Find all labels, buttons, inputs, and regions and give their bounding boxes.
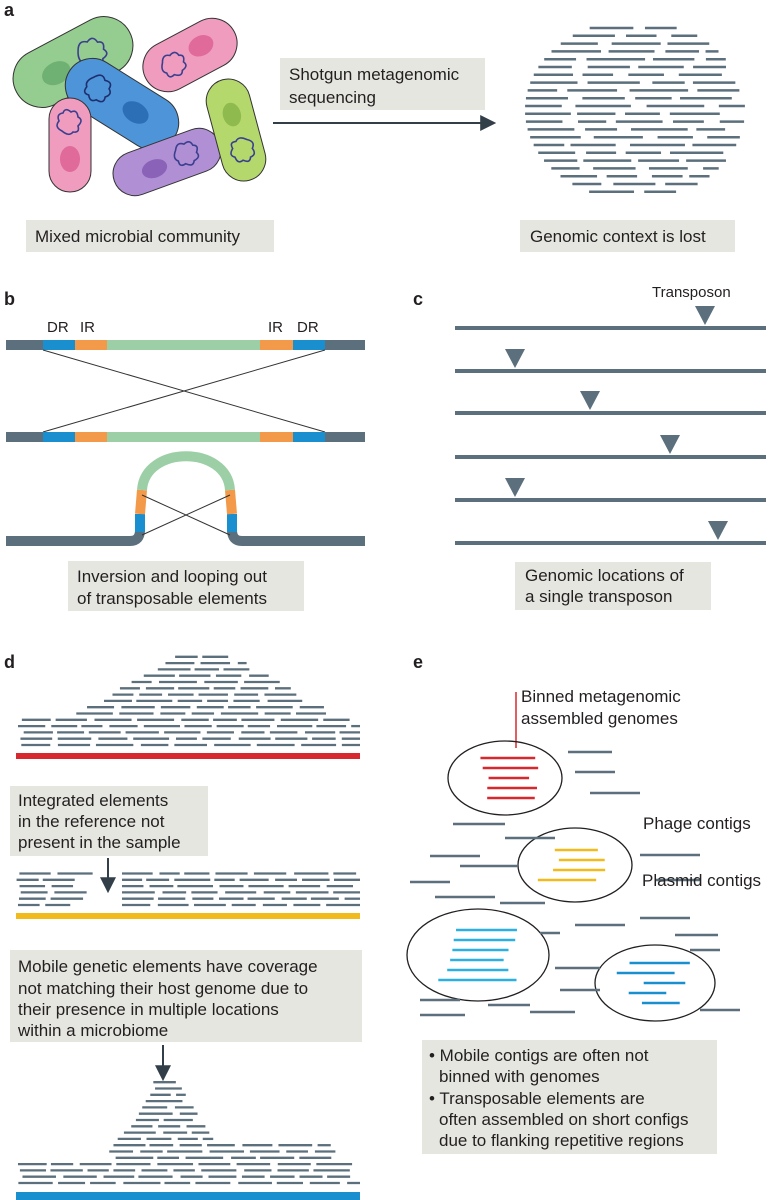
panel-c: c Transposon Genomic locations of a sing…: [413, 284, 766, 610]
mobile-caption-line3: their presence in multiple locations: [18, 1000, 279, 1019]
transposon-marker: [695, 306, 715, 325]
panel-a: a: [4, 0, 745, 252]
notes-box: [422, 1040, 717, 1154]
bin-ellipse-light-blue: [406, 908, 550, 1002]
label-dr-left: DR: [47, 319, 69, 336]
genomic-locations-line2: a single transposon: [525, 587, 672, 606]
panel-letter-a: a: [4, 0, 15, 20]
context-lost-caption-box: [520, 220, 735, 252]
looped-out-element: [6, 451, 365, 546]
sequencing-label-line1: Shotgun metagenomic: [289, 65, 460, 84]
integrated-elements-caption-box: [10, 786, 208, 856]
genomic-locations-caption-box: [515, 562, 711, 610]
inversion-caption-line2: of transposable elements: [77, 589, 267, 608]
integrated-caption-line2: in the reference not: [18, 812, 165, 831]
mobile-caption-line4: within a microbiome: [17, 1021, 168, 1040]
note-line3: • Transposable elements are: [429, 1089, 645, 1108]
panel-letter-d: d: [4, 652, 15, 672]
microbial-community: [12, 16, 267, 197]
panel-letter-b: b: [4, 289, 15, 309]
binned-label-line1: Binned metagenomic: [521, 687, 681, 706]
sequencing-label-line2: sequencing: [289, 88, 376, 107]
bacterium-pink-top: [142, 17, 238, 93]
transposon-label: Transposon: [652, 284, 731, 301]
genomic-locations-line1: Genomic locations of: [525, 566, 684, 585]
phage-contigs-label: Phage contigs: [643, 814, 751, 833]
shotgun-reads: [525, 26, 745, 194]
note-line4: often assembled on short configs: [439, 1110, 688, 1129]
plasmid-contigs-label: Plasmid contigs: [642, 871, 761, 890]
binned-label-line2: assembled genomes: [521, 709, 678, 728]
integrated-caption-line3: present in the sample: [18, 833, 181, 852]
panel-b: b DR IR IR DR: [4, 289, 365, 611]
sequencing-label-box: [280, 58, 485, 110]
transposon-marker: [580, 391, 600, 410]
bacterium-pink-bottom: [48, 97, 92, 193]
label-dr-right: DR: [297, 319, 319, 336]
transposon-marker: [660, 435, 680, 454]
mobile-caption-line2: not matching their host genome due to: [18, 979, 308, 998]
note-line5: due to flanking repetitive regions: [439, 1131, 684, 1150]
reference-genome-red: [16, 753, 360, 759]
bacterium-lime: [205, 78, 267, 182]
context-lost-caption: Genomic context is lost: [530, 227, 706, 246]
panel-letter-c: c: [413, 289, 423, 309]
community-caption-box: [26, 220, 274, 252]
transposon-marker: [708, 521, 728, 540]
reference-genome-yellow: [16, 913, 360, 919]
community-caption: Mixed microbial community: [35, 227, 240, 246]
crossover-lines: [42, 349, 326, 433]
coverage-pile-reference: [18, 655, 360, 747]
bin-ellipse-blue: [594, 944, 716, 1022]
inversion-caption-box: [68, 561, 304, 611]
bin-ellipse-red: [447, 740, 563, 816]
transposon-top-strand: [6, 340, 365, 350]
note-line1: • Mobile contigs are often not: [429, 1046, 649, 1065]
reference-genome-blue: [16, 1192, 360, 1200]
panel-e: e Binned metagenomic assembled genomes P…: [406, 652, 761, 1154]
inversion-caption-line1: Inversion and looping out: [77, 567, 267, 586]
transposon-marker: [505, 349, 525, 368]
bacterium-purple: [112, 127, 222, 197]
bacterium-blue: [64, 57, 180, 151]
label-ir-right: IR: [268, 319, 283, 336]
note-line2: binned with genomes: [439, 1067, 600, 1086]
coverage-pile-mobile: [17, 1081, 360, 1185]
transposon-middle-strand: [6, 432, 365, 442]
coverage-gap-reads: [16, 872, 360, 907]
panel-d: d Integrated elements in the reference n…: [4, 652, 362, 1200]
contig-reads: [410, 750, 740, 1017]
transposon-marker: [505, 478, 525, 497]
integrated-caption-line1: Integrated elements: [18, 791, 168, 810]
label-ir-left: IR: [80, 319, 95, 336]
panel-letter-e: e: [413, 652, 423, 672]
mobile-caption-line1: Mobile genetic elements have coverage: [18, 957, 318, 976]
genome-lines: [455, 306, 766, 545]
mobile-elements-caption-box: [10, 950, 362, 1042]
